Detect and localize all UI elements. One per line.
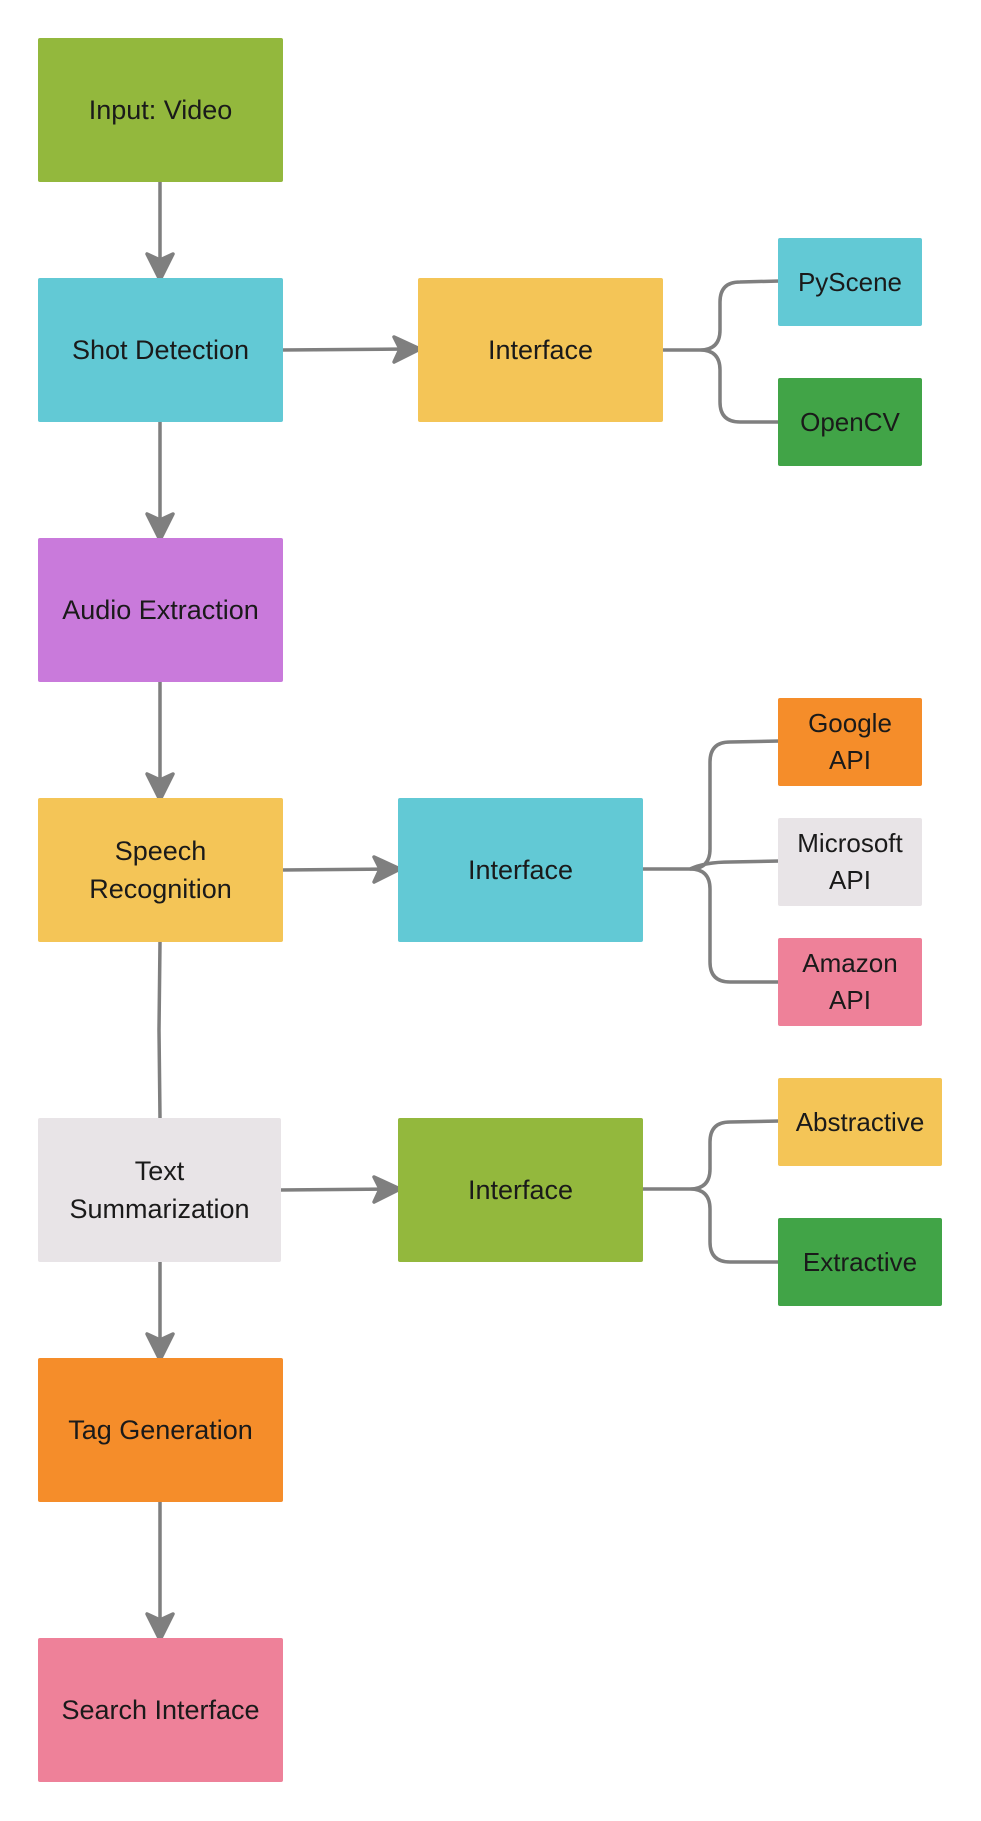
edge-audio-to-speech-arrowhead — [145, 772, 175, 802]
node-amazon-api: Amazon API — [778, 938, 922, 1026]
node-shot-detection: Shot Detection — [38, 278, 283, 422]
brace-text-options — [639, 1119, 782, 1264]
node-text-summarization: Text Summarization — [38, 1118, 281, 1262]
brace-speech-options — [639, 739, 782, 984]
edge-text-to-interface-arrowhead — [372, 1175, 402, 1204]
node-extractive: Extractive — [778, 1218, 942, 1306]
node-search-interface: Search Interface — [38, 1638, 283, 1782]
node-abstractive: Abstractive — [778, 1078, 942, 1166]
edge-speech-to-text — [157, 940, 162, 1120]
node-pyscene: PyScene — [778, 238, 922, 326]
edge-shot-to-audio-arrowhead — [145, 512, 175, 542]
node-interface-shot-detection: Interface — [418, 278, 663, 422]
node-google-api: Google API — [778, 698, 922, 786]
edge-speech-to-interface — [279, 867, 392, 872]
edge-shot-to-interface-arrowhead — [392, 335, 422, 364]
edge-text-to-tag-arrowhead — [145, 1332, 175, 1362]
node-microsoft-api: Microsoft API — [778, 818, 922, 906]
node-interface-text-summarization: Interface — [398, 1118, 643, 1262]
edge-shot-to-interface — [279, 347, 412, 352]
edge-text-to-interface — [277, 1187, 392, 1192]
edge-input-to-shot-arrowhead — [145, 252, 175, 282]
brace-shot-options — [658, 279, 782, 424]
edge-speech-to-interface-arrowhead — [372, 855, 402, 884]
node-interface-speech-recognition: Interface — [398, 798, 643, 942]
node-speech-recognition: Speech Recognition — [38, 798, 283, 942]
edge-tag-to-search-arrowhead — [145, 1612, 175, 1642]
node-tag-generation: Tag Generation — [38, 1358, 283, 1502]
node-audio-extraction: Audio Extraction — [38, 538, 283, 682]
node-input-video: Input: Video — [38, 38, 283, 182]
node-opencv: OpenCV — [778, 378, 922, 466]
